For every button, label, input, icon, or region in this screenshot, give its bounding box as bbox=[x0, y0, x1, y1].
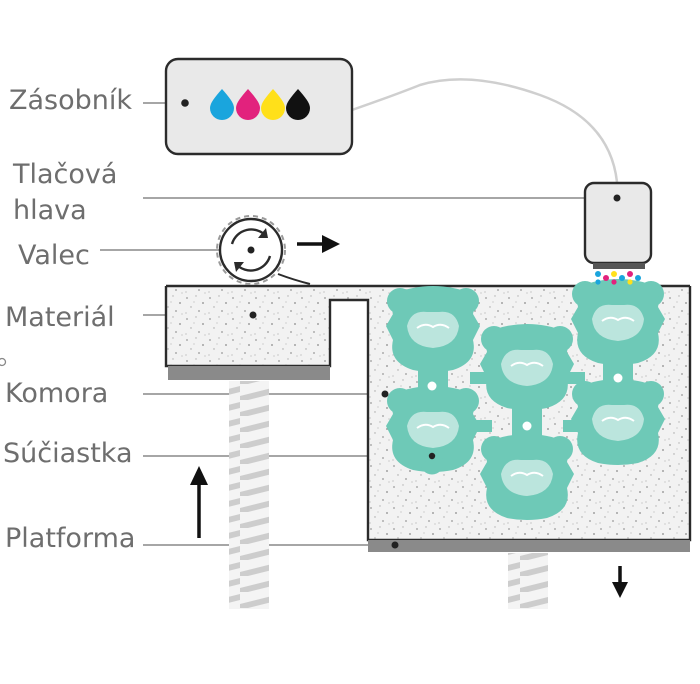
supply-platform-plate bbox=[168, 366, 330, 380]
ink-drop-yellow-icon bbox=[261, 89, 285, 120]
label-chamber: Komora bbox=[5, 378, 109, 409]
build-screw bbox=[508, 553, 548, 609]
rotate-arrows-icon bbox=[230, 228, 272, 272]
label-roller: Valec bbox=[18, 240, 90, 271]
printed-parts bbox=[386, 279, 665, 520]
label-platform: Platforma bbox=[5, 523, 136, 554]
arrow-right-icon bbox=[297, 235, 340, 253]
arrow-up-icon bbox=[190, 466, 208, 538]
ink-cable bbox=[351, 78, 619, 183]
ink-drop-black-icon bbox=[286, 89, 310, 120]
label-reservoir: Zásobník bbox=[9, 85, 133, 116]
print-head bbox=[583, 181, 653, 285]
label-printhead-line2: hlava bbox=[13, 195, 87, 226]
supply-screw bbox=[229, 381, 269, 609]
reservoir-box bbox=[164, 57, 354, 156]
arrow-down-icon bbox=[612, 566, 628, 598]
roller bbox=[216, 215, 311, 285]
build-platform-plate bbox=[368, 540, 690, 552]
ink-drop-magenta-icon bbox=[236, 89, 260, 120]
label-part: Súčiastka bbox=[3, 438, 133, 469]
ink-drop-cyan-icon bbox=[210, 89, 234, 120]
label-printhead-line1: Tlačová bbox=[13, 159, 118, 190]
label-material: Materiál bbox=[5, 302, 115, 333]
